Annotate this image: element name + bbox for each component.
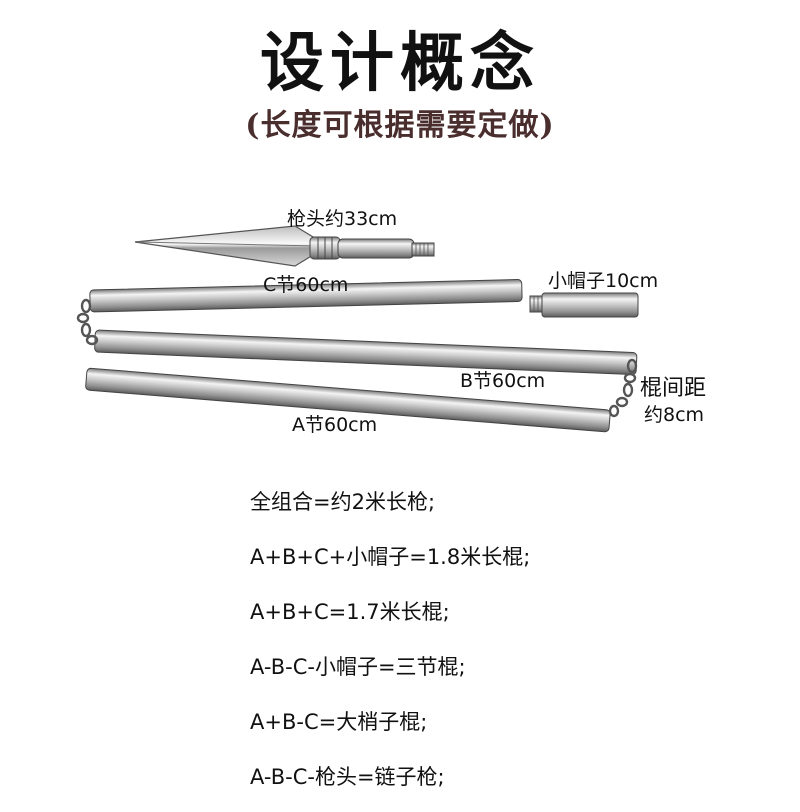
- spacing-label-line1: 棍间距: [640, 376, 707, 401]
- spear-head-illustration: [134, 225, 435, 267]
- section-c-staff: [89, 279, 523, 313]
- formula-item: A-B-C-小帽子=三节棍;: [250, 655, 466, 679]
- formula-item: A+B+C=1.7米长棍;: [250, 600, 450, 624]
- formula-item: A+B-C=大梢子棍;: [250, 710, 428, 734]
- spacing-label-line2: 约8cm: [644, 404, 705, 426]
- spear-head-label: 枪头约33cm: [287, 208, 398, 230]
- formula-item: 全组合=约2米长枪;: [250, 490, 436, 514]
- page-title: 设计概念: [260, 26, 540, 101]
- small-cap-illustration: [529, 292, 639, 318]
- chain-right: [608, 358, 638, 418]
- formula-item: A-B-C-枪头=链子枪;: [250, 765, 445, 789]
- page-subtitle: (长度可根据需要定做): [245, 108, 555, 143]
- formula-item: A+B+C+小帽子=1.8米长棍;: [250, 545, 531, 569]
- formula-list: 全组合=约2米长枪; A+B+C+小帽子=1.8米长棍; A+B+C=1.7米长…: [250, 482, 790, 812]
- section-a-staff: [85, 367, 611, 433]
- section-c-label: C节60cm: [263, 274, 349, 296]
- section-a-label: A节60cm: [292, 414, 378, 436]
- section-b-staff: [94, 329, 638, 376]
- small-cap-label: 小帽子10cm: [548, 270, 659, 292]
- chain-left: [76, 298, 99, 346]
- section-b-label: B节60cm: [460, 370, 546, 392]
